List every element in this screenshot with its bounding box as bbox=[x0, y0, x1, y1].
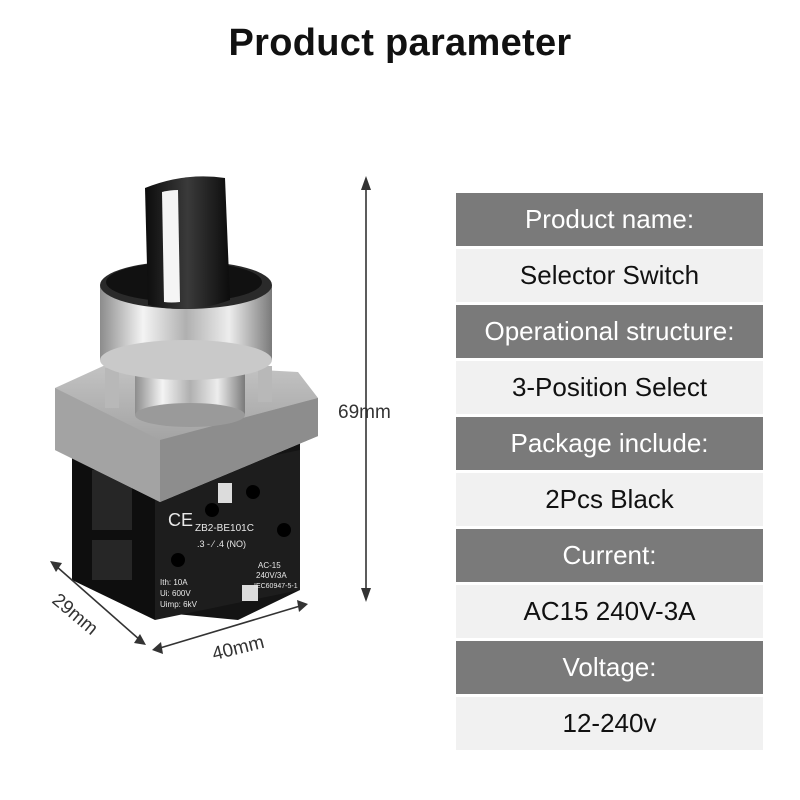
height-dimension-line bbox=[361, 176, 371, 602]
ui-marking: Ui: 600V bbox=[160, 589, 191, 598]
spec-label-voltage: Voltage: bbox=[456, 641, 763, 694]
standard-marking: IEC60947-5-1 bbox=[254, 583, 298, 590]
width-dimension-line bbox=[152, 600, 308, 654]
spec-table: Product name: Selector Switch Operationa… bbox=[456, 193, 763, 750]
spec-value-operational-structure: 3-Position Select bbox=[456, 361, 763, 414]
contact-block bbox=[72, 430, 300, 620]
spec-value-package-include: 2Pcs Black bbox=[456, 473, 763, 526]
spec-value-current: AC15 240V-3A bbox=[456, 585, 763, 638]
ith-marking: Ith: 10A bbox=[160, 578, 188, 587]
spec-label-package-include: Package include: bbox=[456, 417, 763, 470]
contact-marking: .3 - ⁄ .4 (NO) bbox=[197, 539, 246, 549]
rating-marking: 240V/3A bbox=[256, 571, 287, 580]
selector-knob bbox=[106, 176, 262, 309]
spec-label-operational-structure: Operational structure: bbox=[456, 305, 763, 358]
spec-label-product-name: Product name: bbox=[456, 193, 763, 246]
page-title: Product parameter bbox=[228, 22, 572, 64]
ac-marking: AC-15 bbox=[258, 561, 281, 570]
uimp-marking: Uimp: 6kV bbox=[160, 600, 198, 609]
spec-value-voltage: 12-240v bbox=[456, 697, 763, 750]
depth-dimension-line bbox=[50, 561, 146, 645]
spec-value-product-name: Selector Switch bbox=[456, 249, 763, 302]
spec-label-current: Current: bbox=[456, 529, 763, 582]
model-marking: ZB2-BE101C bbox=[195, 523, 254, 534]
mounting-bracket bbox=[55, 362, 318, 502]
height-label: 69mm bbox=[338, 402, 391, 423]
ce-mark: CE bbox=[168, 510, 193, 530]
